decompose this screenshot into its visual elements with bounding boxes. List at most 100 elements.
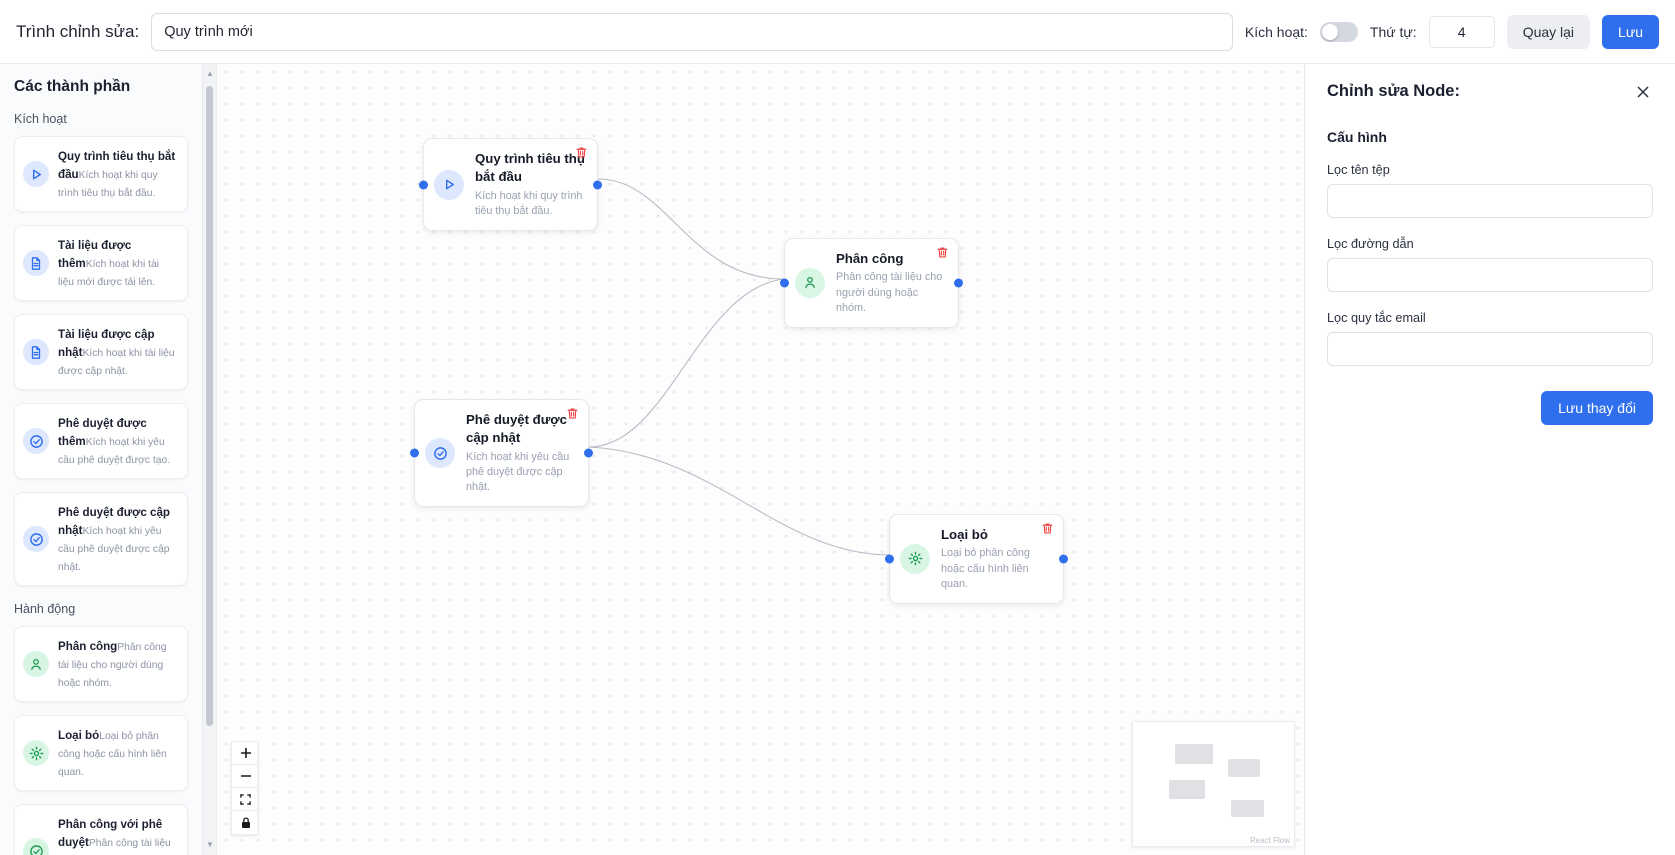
config-field-input[interactable] [1327,258,1653,292]
minimap-node [1231,800,1264,817]
scroll-down-arrow[interactable]: ▼ [206,840,214,849]
zoom-in-button[interactable] [232,742,257,765]
palette-item-name: Tài liệu được thêm [58,239,132,270]
node-description: Kích hoạt khi yêu cầu phê duyệt được cập… [466,450,570,494]
user-icon [23,651,49,677]
node-target-handle[interactable] [419,180,428,190]
scrollbar-thumb[interactable] [206,86,213,726]
play-icon [434,169,464,200]
node-source-handle[interactable] [593,180,602,190]
order-input[interactable] [1428,15,1495,48]
config-field-input[interactable] [1327,332,1653,366]
palette-item-name: Phê duyệt được thêm [58,417,147,448]
gear-icon [23,740,49,766]
minimap-node [1228,759,1260,777]
palette-item[interactable]: Phân công với phê duyệtPhân công tài liệ… [14,804,188,855]
palette-item-desc: Kích hoạt khi tài liệu được cập nhật. [58,348,175,377]
sidebar-scrollbar[interactable]: ▲ ▼ [203,64,217,855]
palette-item[interactable]: Phê duyệt được thêmKích hoạt khi yêu cầu… [14,403,188,479]
palette-item-desc: Kích hoạt khi yêu cầu phê duyệt được tạo… [58,437,171,466]
check-circle-icon [425,438,455,469]
palette-item[interactable]: Phê duyệt được cập nhậtKích hoạt khi yêu… [14,492,188,586]
zoom-out-button[interactable] [232,765,257,788]
canvas-minimap[interactable]: React Flow [1132,721,1295,847]
save-changes-button[interactable]: Lưu thay đổi [1541,391,1653,425]
check-circle-icon [23,838,49,855]
panel-section-title: Cấu hình [1327,129,1387,145]
active-label: Kích hoạt: [1244,23,1308,40]
node-title: Phân công [836,251,904,266]
close-icon[interactable] [1633,82,1653,102]
node-target-handle[interactable] [410,448,419,458]
sidebar-group-title: Kích hoạt [14,112,67,126]
save-button[interactable]: Lưu [1602,14,1659,49]
flow-node[interactable]: Loại bỏ Loại bỏ phân công hoặc cấu hình l… [885,514,1068,604]
config-field: Lọc quy tắc email [1327,311,1653,366]
edge-n1-n2 [597,178,785,280]
trash-icon[interactable] [936,246,949,259]
node-description: Phân công tài liệu cho người dùng hoặc n… [836,271,943,314]
node-source-handle[interactable] [1059,554,1068,564]
config-field: Lọc đường dẫn [1327,237,1653,292]
config-field-label: Lọc tên tệp [1327,163,1390,177]
node-target-handle[interactable] [885,554,894,564]
palette-item[interactable]: Tài liệu được cập nhậtKích hoạt khi tài … [14,314,188,390]
document-icon [23,339,49,365]
panel-header: Chỉnh sửa Node: [1327,82,1653,102]
trash-icon[interactable] [575,146,588,159]
minimap-node [1169,780,1205,799]
config-field-input[interactable] [1327,184,1653,218]
palette-item-desc: Kích hoạt khi quy trình tiêu thụ bắt đầu… [58,170,158,199]
node-target-handle[interactable] [780,278,789,288]
palette-item-desc: Phân công tài liệu nhưng yêu cầu phê duy… [88,838,171,849]
palette-item[interactable]: Quy trình tiêu thụ bắt đầuKích hoạt khi … [14,136,188,212]
palette-item-name: Loại bỏ [58,729,100,742]
sidebar-group-title: Hành động [14,602,76,616]
palette-item-desc: Phân công tài liệu cho người dùng hoặc n… [58,642,167,689]
palette-item-name: Quy trình tiêu thụ bắt đầu [58,150,176,181]
check-circle-icon [23,428,49,454]
node-description: Kích hoạt khi quy trình tiêu thụ bắt đầu… [475,189,583,218]
check-circle-icon [23,526,49,552]
active-toggle[interactable] [1319,21,1358,42]
document-icon [23,250,49,276]
edge-n3-n2 [588,278,785,448]
palette-item-desc: Loại bỏ phân công hoặc cấu hình liên qua… [58,731,167,778]
canvas-controls [231,741,258,835]
toggle-knob [1321,23,1338,40]
back-button[interactable]: Quay lại [1506,14,1591,49]
node-title: Loại bỏ [941,527,988,542]
fit-view-button[interactable] [232,788,257,811]
scroll-up-arrow[interactable]: ▲ [206,69,214,78]
palette-item[interactable]: Phân côngPhân công tài liệu cho người dù… [14,626,188,702]
palette-item-name: Phân công [58,640,118,653]
play-icon [23,161,49,187]
palette-item[interactable]: Loại bỏLoại bỏ phân công hoặc cấu hình l… [14,715,188,791]
palette-item[interactable]: Tài liệu được thêmKích hoạt khi tài liệu… [14,225,188,301]
panel-save-row: Lưu thay đổi [1327,391,1653,425]
palette-item-name: Phê duyệt được cập nhật [58,506,170,537]
workflow-name-input[interactable] [151,12,1233,51]
node-description: Loại bỏ phân công hoặc cấu hình liên qua… [941,547,1030,590]
sidebar-title: Các thành phần [14,78,131,95]
minimap-credit: React Flow [1249,836,1290,845]
trash-icon[interactable] [566,407,579,420]
trash-icon[interactable] [1041,522,1054,535]
node-source-handle[interactable] [584,448,593,458]
palette-item-name: Tài liệu được cập nhật [58,328,155,359]
node-source-handle[interactable] [954,278,963,288]
config-field-label: Lọc đường dẫn [1327,237,1414,251]
config-field: Lọc tên tệp [1327,163,1653,218]
palette-item-desc: Kích hoạt khi tài liệu mới được tải lên. [58,259,159,288]
lock-interaction-button[interactable] [232,811,257,834]
order-label: Thứ tự: [1369,23,1417,40]
